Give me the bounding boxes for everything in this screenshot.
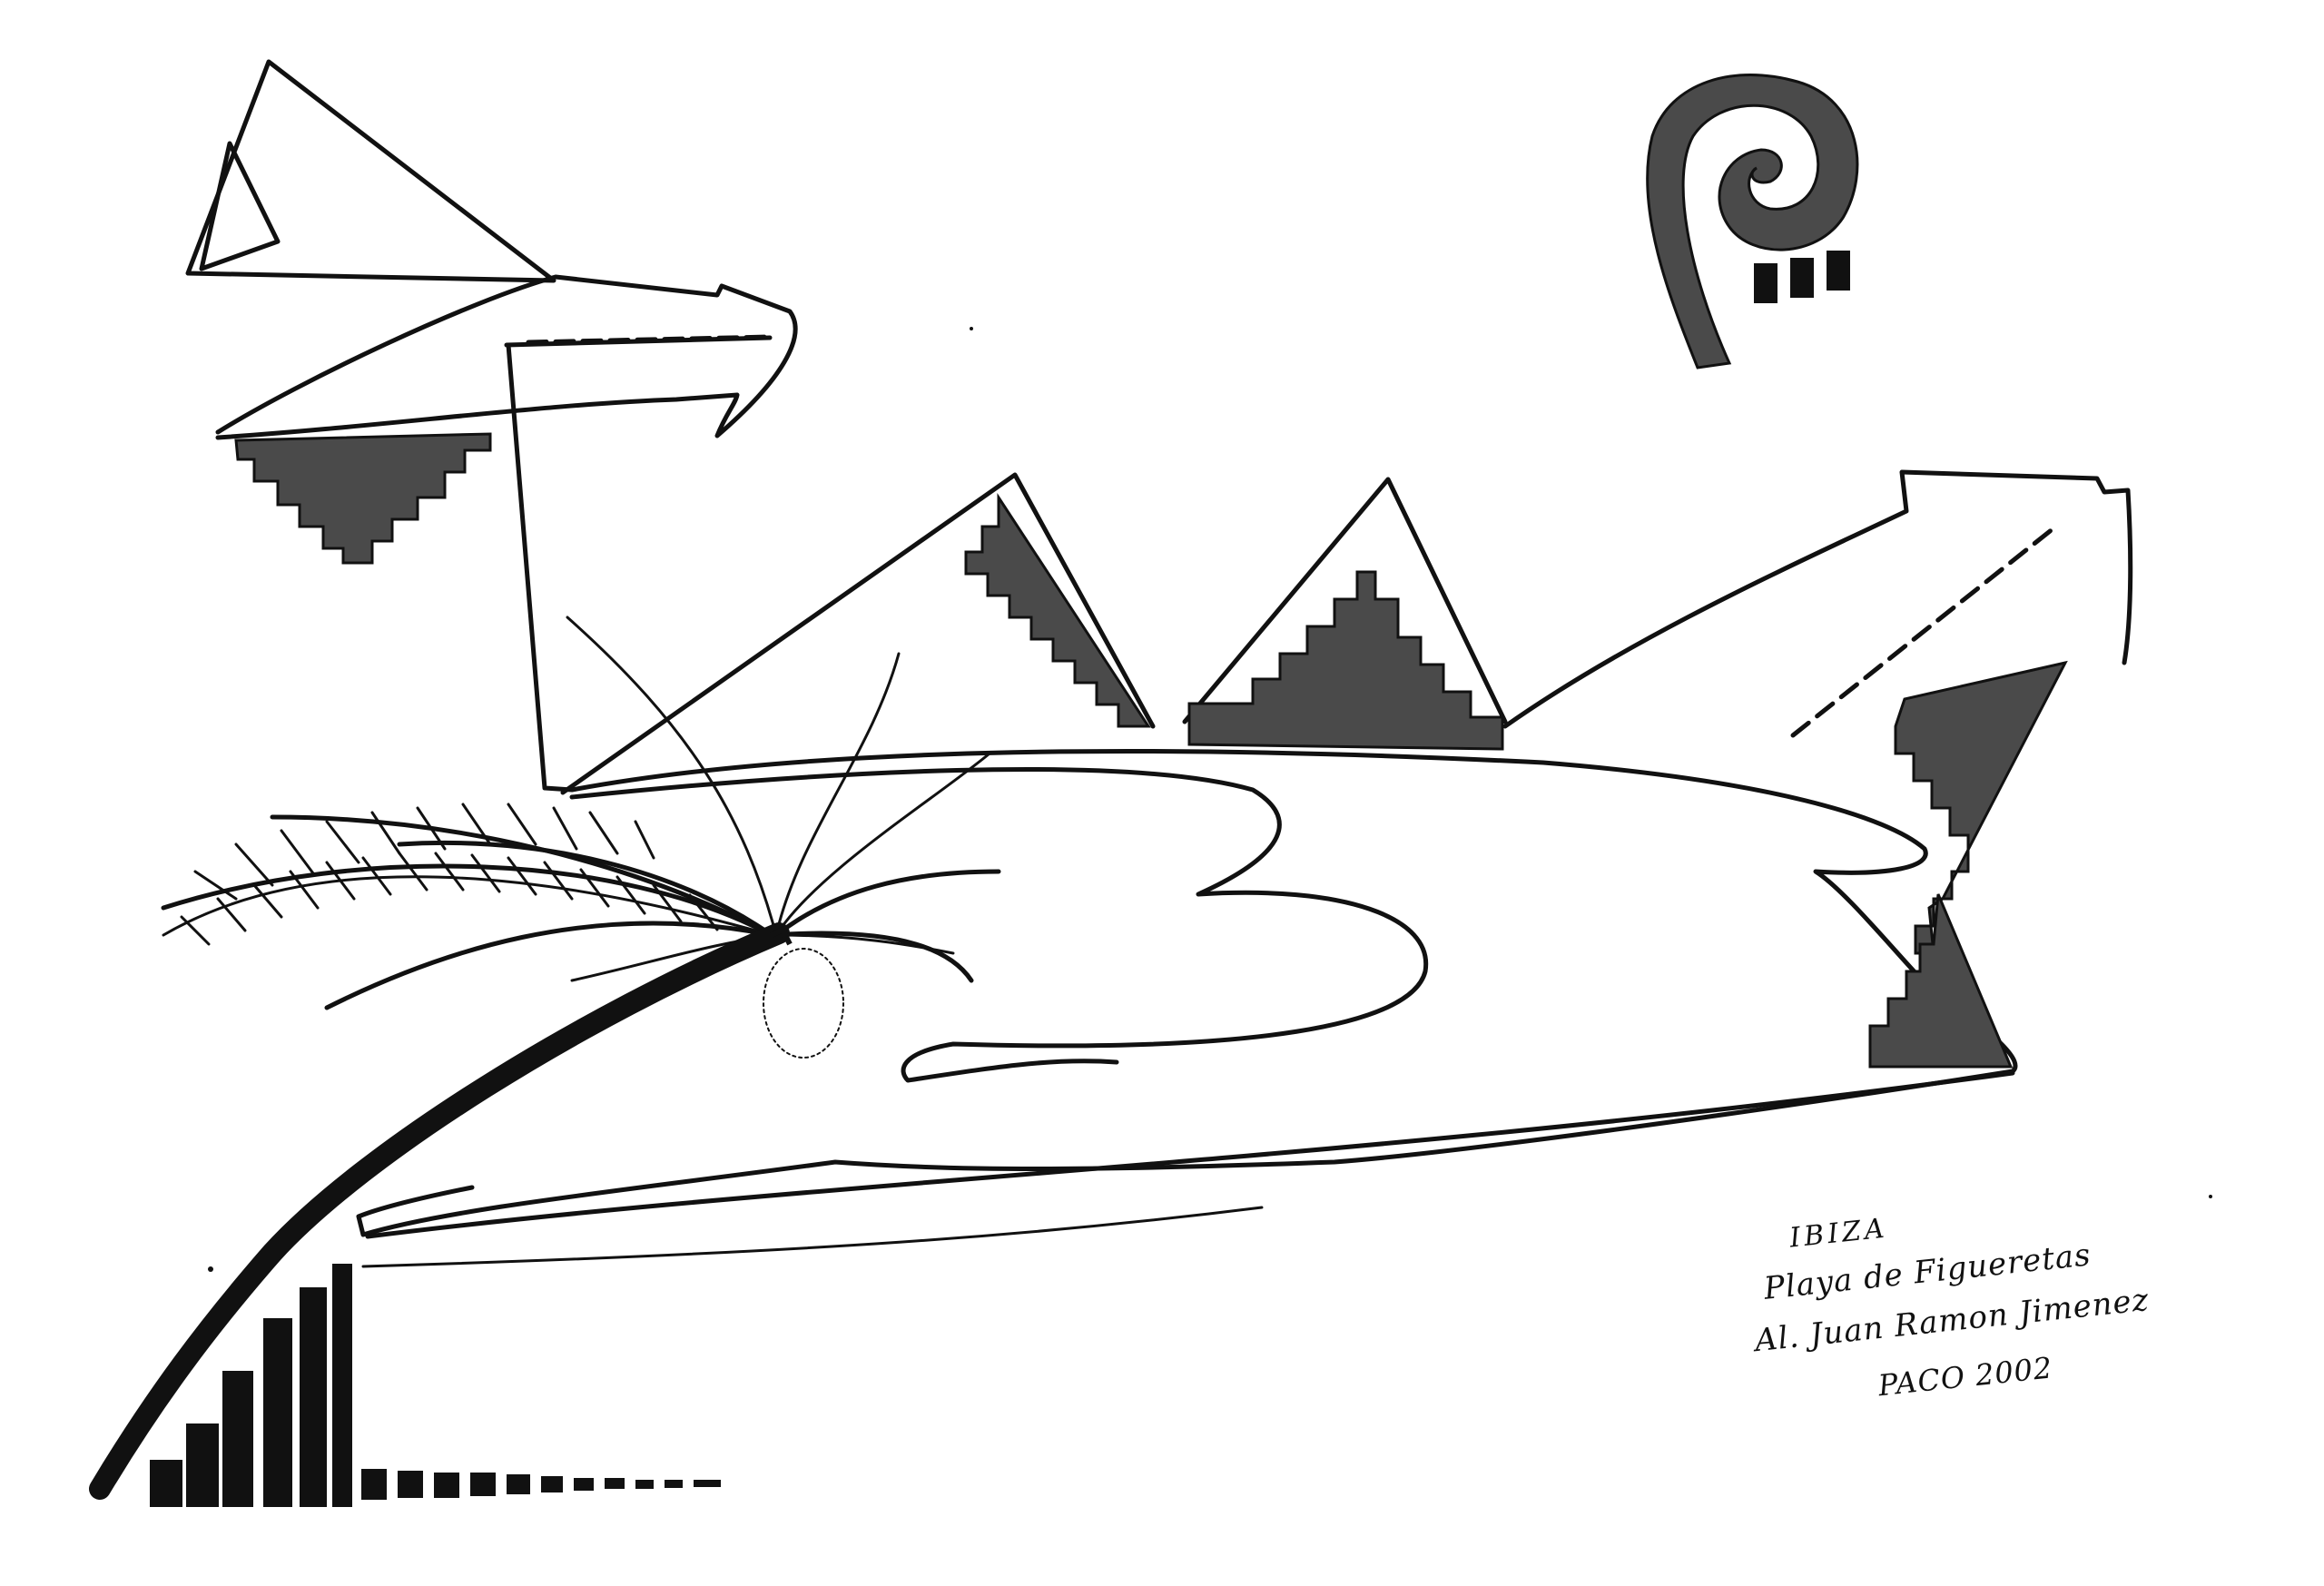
palm-frond-9 [774, 752, 991, 937]
palm-frond-3 [161, 863, 774, 938]
spiral-sun [1646, 74, 1859, 369]
palm-frond-4 [324, 921, 774, 1010]
horizon-line [361, 1206, 1264, 1268]
pyramid-left [560, 472, 1156, 795]
bar-step-2 [186, 1423, 219, 1507]
bar-step-6 [332, 1264, 352, 1507]
sun-squares [1754, 251, 1850, 303]
mast-line [506, 342, 575, 793]
palm-frond-7 [566, 616, 778, 937]
base-line [365, 1070, 2015, 1239]
ridge-dash [1790, 526, 2056, 738]
palm-leaf-hatching [162, 803, 773, 946]
bar-step-4 [263, 1318, 292, 1507]
ridge-shade-upper [1894, 660, 2068, 955]
pyramid-right [1182, 477, 1508, 724]
palm-frond-5 [769, 931, 974, 983]
dash-row [361, 1469, 721, 1500]
sun-square-1 [1754, 263, 1777, 303]
lagoon-outer [356, 749, 2018, 1237]
large-sail [185, 59, 556, 283]
handwritten-inscription: IBIZA Playa de Figueretas Al. Juan Ramon… [1743, 1186, 2163, 1444]
coconut-cluster [763, 948, 844, 1059]
arrow-boat [215, 274, 798, 440]
palm-trunk [89, 922, 790, 1500]
bar-step-1 [150, 1460, 182, 1507]
stray-dots [208, 327, 2212, 1272]
palm-trunk-outline [770, 925, 793, 946]
palm-frond-2 [270, 814, 774, 938]
bar-steps [150, 1264, 352, 1507]
pyramid-right-shade [1187, 570, 1504, 751]
lagoon-swirl [569, 766, 1429, 1083]
right-ridge [1502, 469, 2133, 729]
bar-step-3 [222, 1371, 253, 1507]
mast-top [504, 335, 773, 348]
sun-square-3 [1827, 251, 1850, 291]
bar-step-5 [300, 1287, 327, 1507]
pyramid-left-shade [964, 492, 1151, 728]
palm-frond-10 [774, 933, 955, 955]
palm-frond-1 [397, 840, 774, 938]
sun-square-2 [1790, 258, 1814, 298]
palm-frond-8 [774, 652, 901, 937]
ridge-shade-lower [1868, 893, 2014, 1069]
palm-frond-6 [773, 869, 1001, 938]
inscription-signature: PACO 2002 [1876, 1350, 2055, 1404]
stepped-shape-left [234, 432, 492, 565]
